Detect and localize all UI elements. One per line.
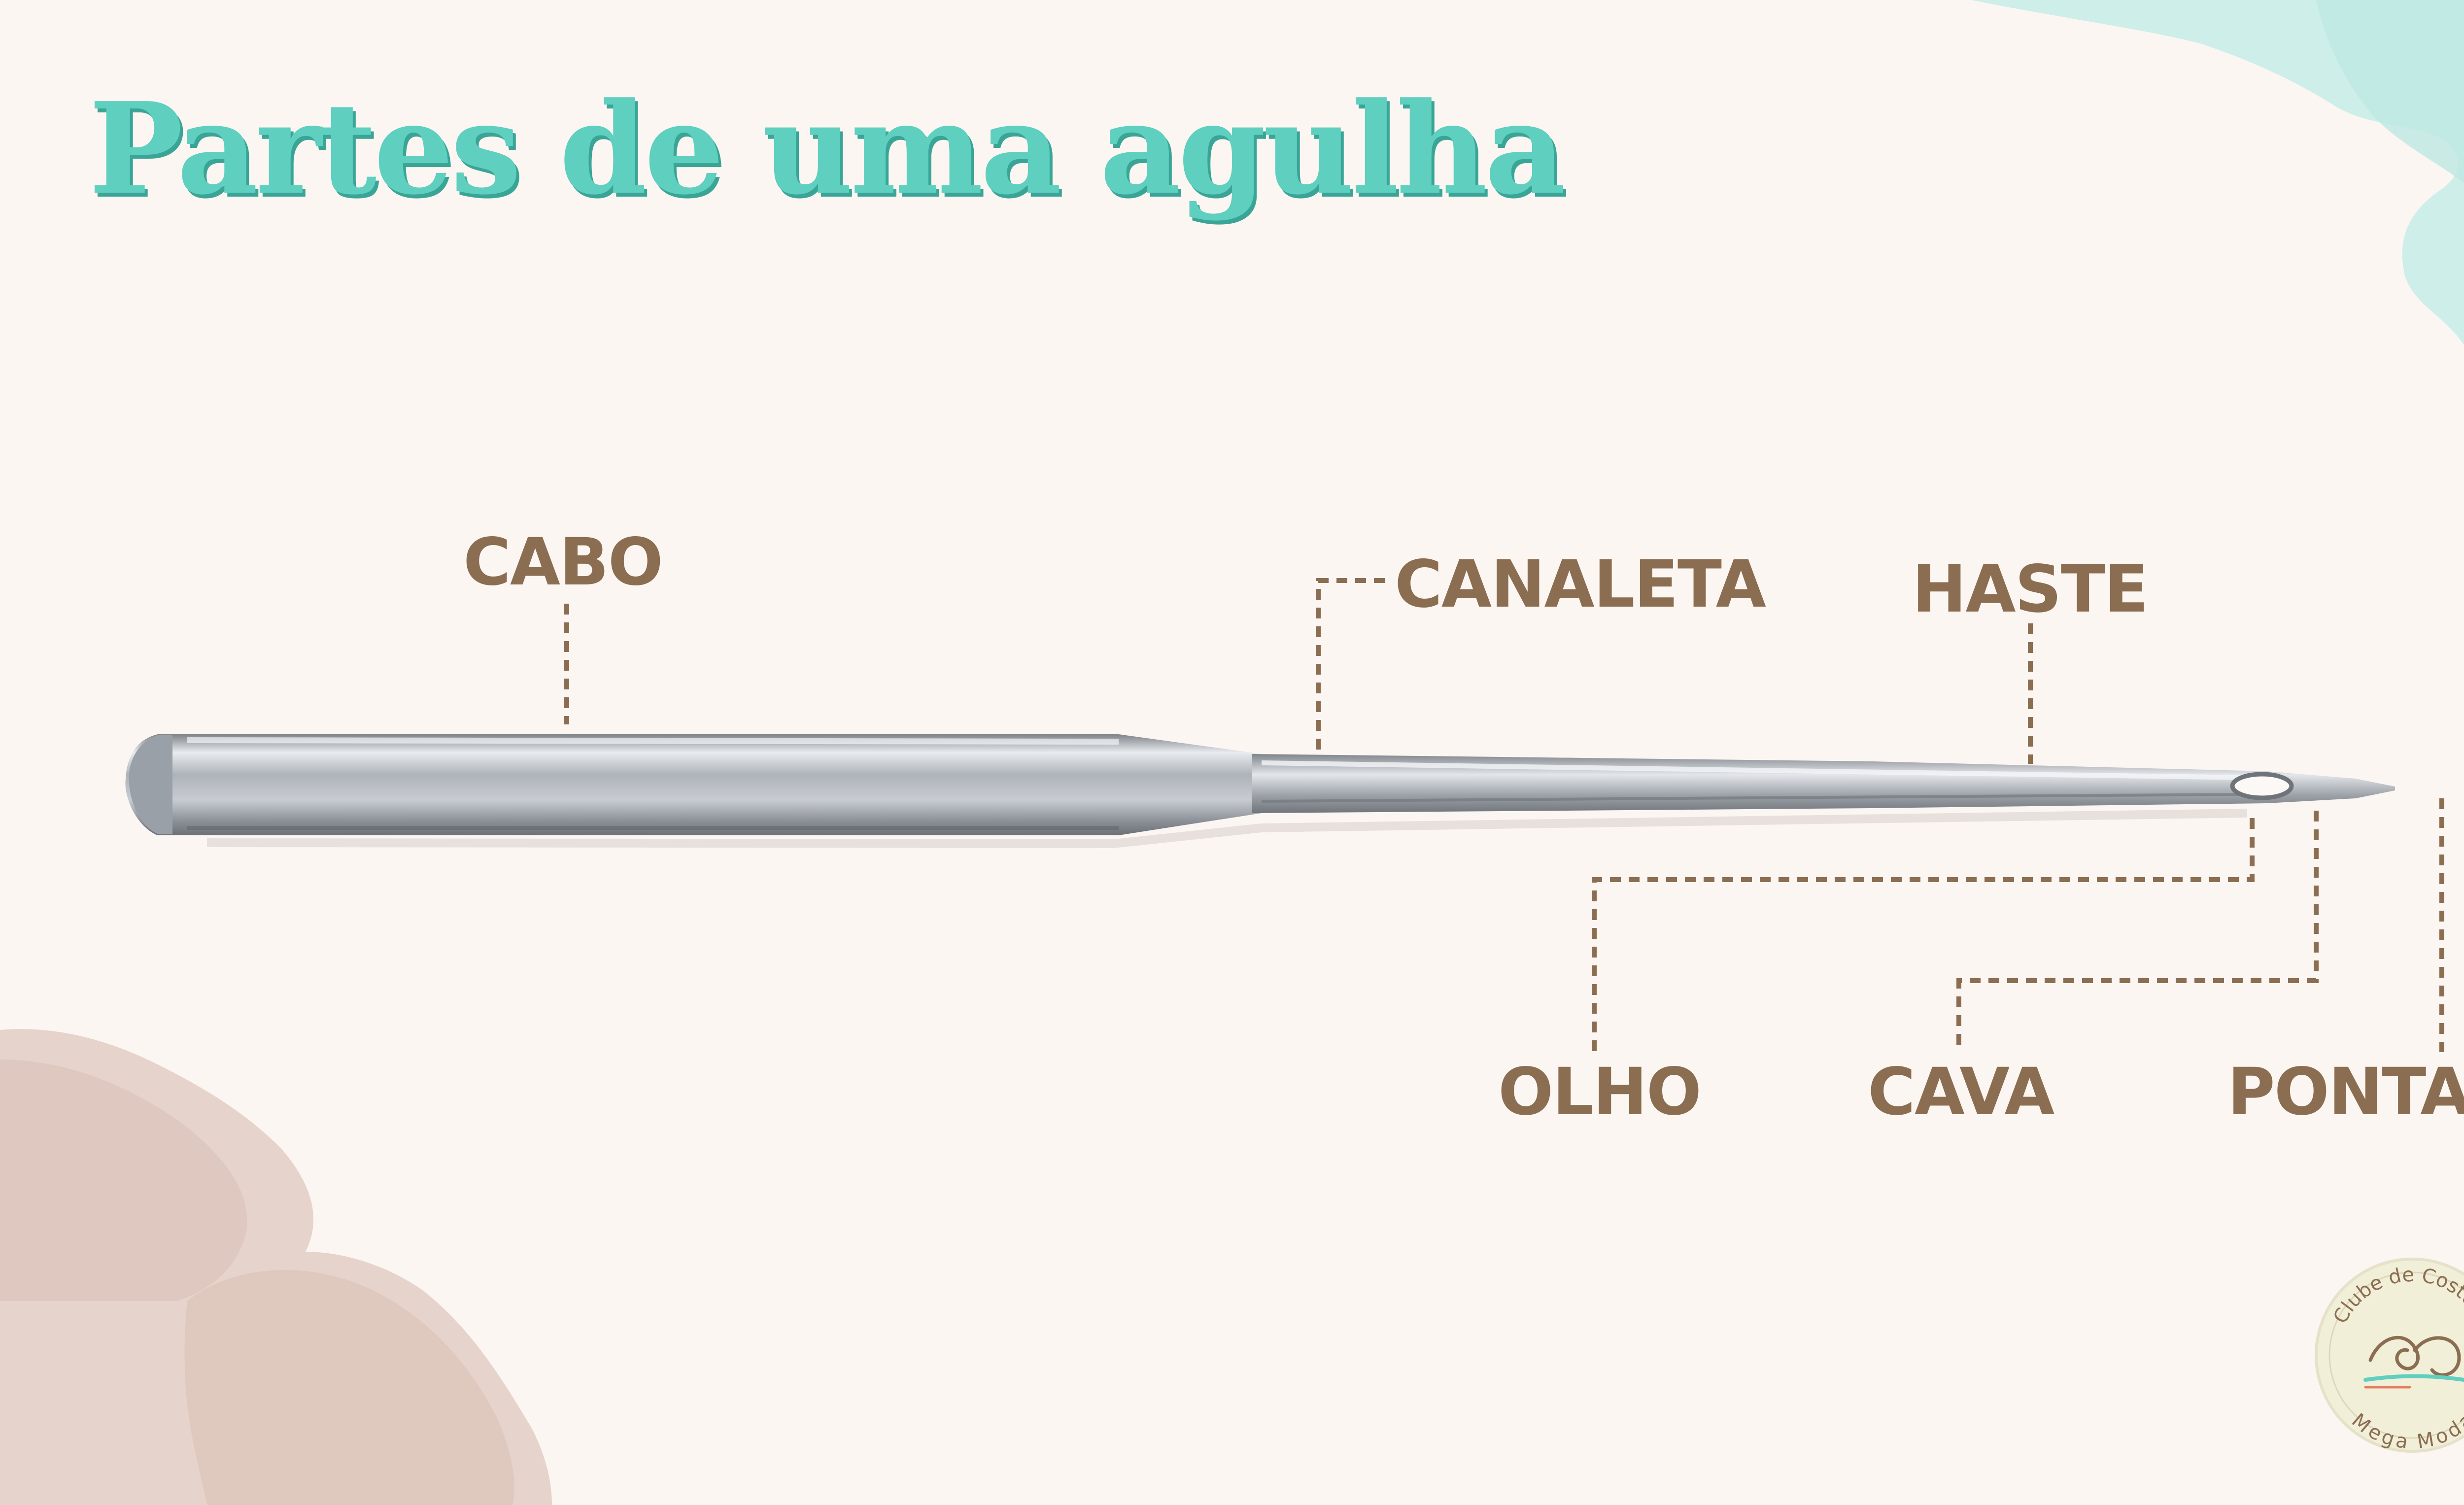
logo-bottom-text: Mega Moda xyxy=(2347,1409,2464,1453)
label-haste: HASTE xyxy=(1912,551,2149,627)
label-cava: CAVA xyxy=(1868,1054,2054,1130)
leader-lines xyxy=(564,578,2444,1052)
label-canaleta: CANALETA xyxy=(1395,547,1766,622)
svg-text:Mega Moda: Mega Moda xyxy=(2347,1409,2464,1453)
teal-watercolor-decoration xyxy=(1971,0,2464,345)
svg-text:Clube de Costura: Clube de Costura xyxy=(2329,1264,2464,1328)
leader-line-olho xyxy=(1592,818,2255,1052)
label-cabo: CABO xyxy=(463,524,663,600)
leader-line-cava xyxy=(1956,811,2319,1052)
logo-top-text: Clube de Costura xyxy=(2329,1264,2464,1328)
brown-watercolor-decoration xyxy=(0,1029,552,1505)
leader-line-canaleta xyxy=(1316,578,1385,756)
club-logo-text: Clube de Costura Mega Moda xyxy=(2329,1264,2464,1454)
page-title: Partes de uma agulha xyxy=(89,75,1566,223)
needle-illustration xyxy=(125,734,2395,849)
label-olho: OLHO xyxy=(1498,1054,1702,1130)
label-ponta: PONTA xyxy=(2227,1054,2464,1130)
club-logo xyxy=(2315,1258,2464,1453)
